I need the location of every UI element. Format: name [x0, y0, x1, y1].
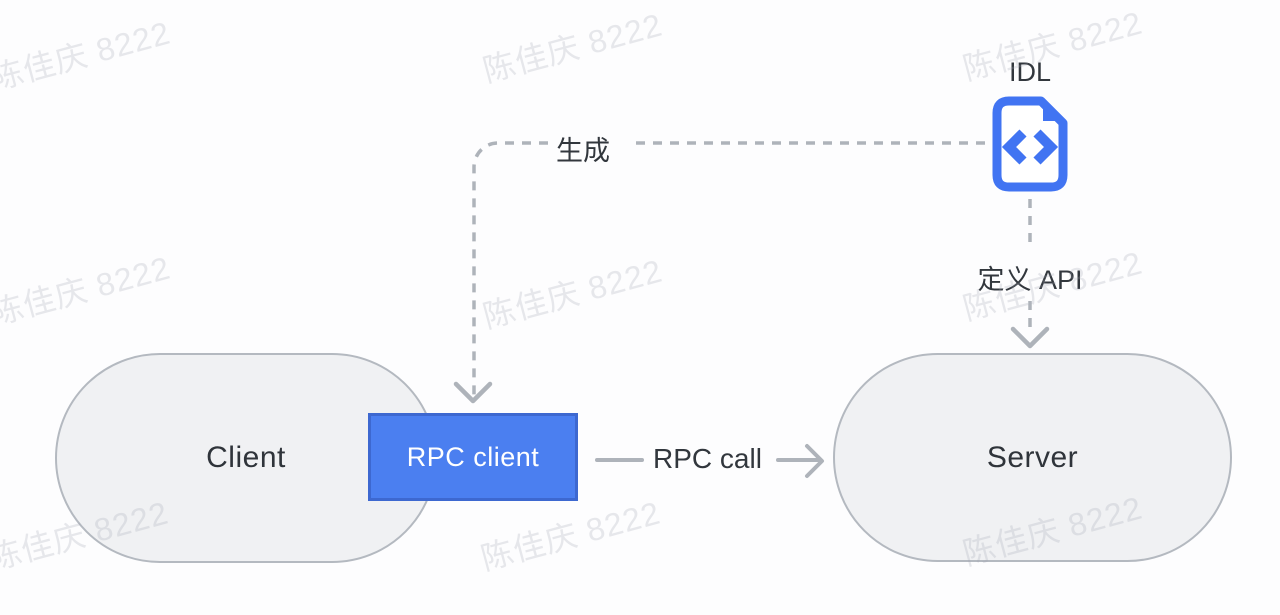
- rpc-call-edge-label: RPC call: [653, 443, 762, 474]
- watermark: 陈佳庆 8222: [479, 252, 667, 335]
- arrowhead-right-icon: [805, 444, 824, 478]
- node-server: Server: [833, 353, 1232, 562]
- watermark: 陈佳庆 8222: [0, 14, 175, 97]
- client-label: Client: [206, 441, 286, 474]
- idl-label: IDL: [1008, 57, 1052, 87]
- arrowhead-down-icon: [1010, 326, 1050, 349]
- idl-file-code-icon: [992, 96, 1068, 192]
- node-rpc-client: RPC client: [368, 413, 578, 501]
- rpc-client-label: RPC client: [406, 441, 540, 472]
- watermark: 陈佳庆 8222: [0, 249, 175, 332]
- server-label: Server: [986, 440, 1079, 474]
- watermark: 陈佳庆 8222: [479, 6, 667, 89]
- define-api-edge-label: 定义 API: [977, 265, 1083, 295]
- generate-edge-label: 生成: [556, 136, 610, 166]
- arrowhead-down-icon: [453, 381, 493, 404]
